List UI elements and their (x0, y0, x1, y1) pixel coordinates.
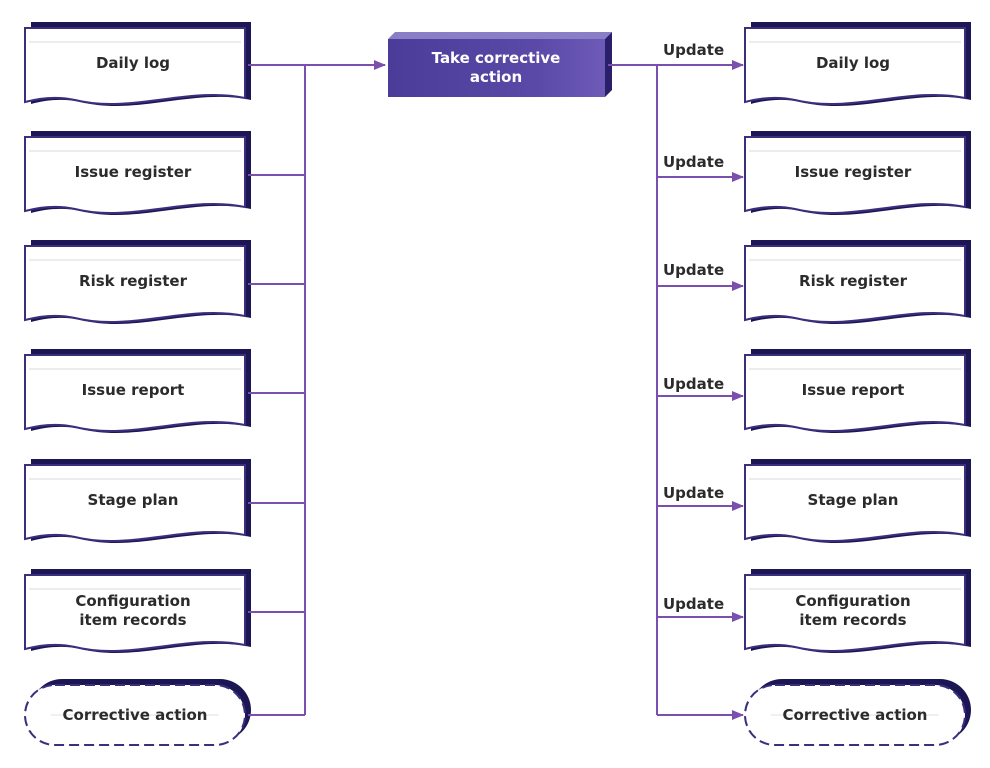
output-doc-label-line2: item records (799, 611, 906, 629)
oval-label: Corrective action (783, 706, 928, 724)
input-doc-label: Issue register (75, 163, 192, 181)
input-doc-daily-log: Daily log (24, 22, 251, 107)
output-doc-daily-log: Daily log (744, 22, 971, 107)
process-label-line1: Take corrective (432, 49, 561, 67)
input-doc-risk-register: Risk register (24, 240, 251, 325)
output-doc-issue-register: Issue register (744, 131, 971, 216)
output-doc-label: Issue register (795, 163, 912, 181)
output-oval-corrective-action: Corrective action (744, 679, 971, 746)
input-doc-label: Issue report (82, 381, 185, 399)
input-connectors (248, 60, 386, 716)
input-doc-label: Stage plan (88, 491, 179, 509)
output-doc-label: Risk register (799, 272, 908, 290)
input-doc-configuration-item-records: Configuration item records (24, 569, 251, 654)
input-doc-label-line1: Configuration (75, 592, 190, 610)
output-doc-configuration-item-records: Configuration item records (744, 569, 971, 654)
input-oval-corrective-action: Corrective action (24, 679, 251, 746)
output-doc-label-line1: Configuration (795, 592, 910, 610)
update-label: Update (663, 595, 724, 613)
output-doc-label: Issue report (802, 381, 905, 399)
update-label: Update (663, 41, 724, 59)
process-label-line2: action (470, 68, 522, 86)
process-box-take-corrective-action: Take corrective action (388, 32, 612, 97)
output-doc-risk-register: Risk register (744, 240, 971, 325)
input-doc-label: Daily log (96, 54, 170, 72)
input-doc-label-line2: item records (79, 611, 186, 629)
oval-label: Corrective action (63, 706, 208, 724)
output-doc-label: Daily log (816, 54, 890, 72)
input-doc-issue-report: Issue report (24, 349, 251, 434)
input-doc-issue-register: Issue register (24, 131, 251, 216)
update-label: Update (663, 375, 724, 393)
input-doc-stage-plan: Stage plan (24, 459, 251, 544)
output-connectors (608, 60, 744, 720)
output-doc-stage-plan: Stage plan (744, 459, 971, 544)
update-label: Update (663, 484, 724, 502)
update-label: Update (663, 153, 724, 171)
output-doc-label: Stage plan (808, 491, 899, 509)
output-doc-issue-report: Issue report (744, 349, 971, 434)
update-label: Update (663, 261, 724, 279)
input-doc-label: Risk register (79, 272, 188, 290)
